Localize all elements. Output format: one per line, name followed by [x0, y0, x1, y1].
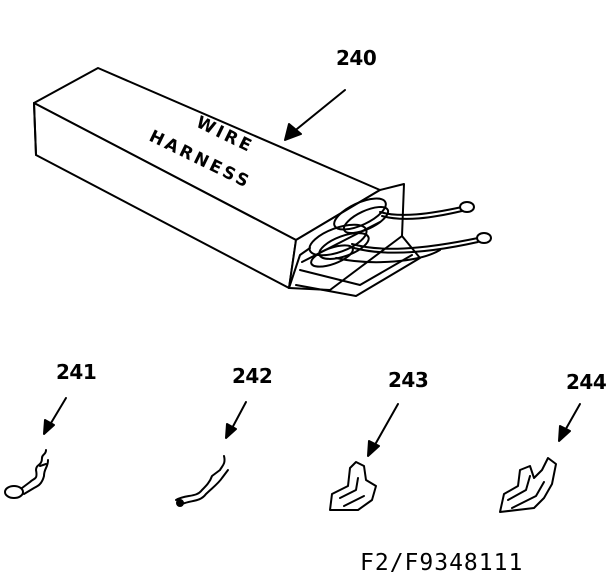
figure-id: F2/F9348111	[360, 550, 524, 576]
callout-243: 243	[388, 368, 429, 392]
ring-terminal-icon	[476, 232, 492, 244]
arrow-240	[284, 89, 346, 141]
callout-241: 241	[56, 360, 97, 384]
coiled-wires	[308, 197, 390, 268]
callout-242: 242	[232, 364, 273, 388]
terminal-242	[175, 401, 247, 507]
callout-244: 244	[566, 370, 607, 394]
ring-terminal-icon	[459, 201, 475, 213]
terminal-243	[329, 403, 399, 511]
callout-240: 240	[336, 46, 377, 70]
terminal-244	[499, 403, 581, 513]
wire-harness-box	[33, 67, 421, 297]
wire-leads	[335, 201, 492, 264]
terminal-241	[4, 397, 67, 499]
